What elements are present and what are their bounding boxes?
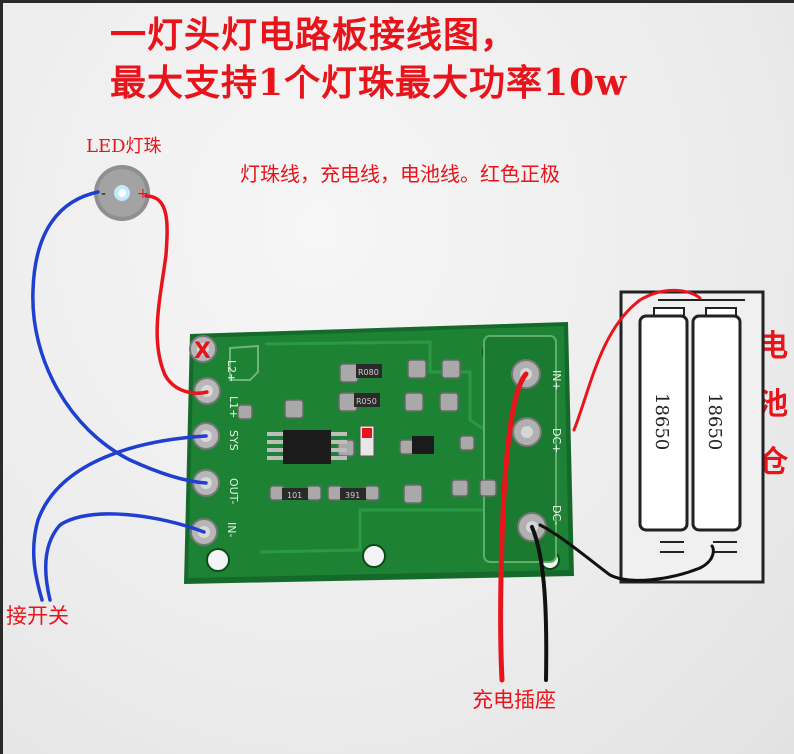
resistor-101-label: 101 [287,491,302,500]
wire-switch-in-blue [43,512,206,602]
resistor-r050-label: R050 [356,397,377,406]
wire-switch-sys-blue [31,434,208,602]
battery-cell-2-label: 18650 [704,393,725,450]
pin-label-in-plus: IN+ [550,370,563,391]
ic-chip [267,430,347,464]
wire-led-minus-blue [31,190,208,485]
pin-label-l2-plus: L2+ [225,360,238,382]
battery-cell-2 [691,314,742,532]
resistor-101 [282,488,308,500]
resistor-r080 [356,364,382,378]
resistor-391-label: 391 [345,491,360,500]
wire-led-plus-red [144,194,209,395]
wire-charge-black [530,525,549,682]
led-bead: - + [94,165,150,221]
resistor-391 [340,488,366,500]
pcb-pin-dc-plus [512,417,542,447]
diagram-title-line1: 一灯头灯电路板接线图， [110,14,518,56]
transistor [412,436,434,454]
diagram-title-line2: 最大支持1个灯珠最大功率10w [110,62,628,104]
resistor-r050 [354,393,380,407]
pin-label-out-minus: OUT- [227,478,240,504]
pin-label-in-minus: IN- [225,522,238,537]
led-plus-sign: + [137,186,149,202]
led-indicator-red [362,428,372,438]
pin-label-sys: SYS [227,430,240,451]
charge-socket-label: 充电插座 [472,688,556,712]
no-connect-marker: X [194,339,211,364]
battery-cell-1-label: 18650 [651,393,672,450]
battery-holder: 18650 18650 [619,290,765,584]
wire-charge-red [498,371,529,683]
wire-battery-red [572,288,702,432]
pin-label-dc-plus: DC+ [550,428,563,453]
led-minus-sign: - [101,186,106,202]
pin-label-dc-minus: DC- [550,505,563,525]
led-label: LED灯珠 [86,136,162,157]
pcb-pin-l2-plus [189,335,217,363]
wires [31,190,715,683]
component-pads [237,359,497,504]
battery-cell-1 [638,314,689,532]
wire-note: 灯珠线，充电线，电池线。红色正极 [240,162,560,186]
resistor-r080-label: R080 [358,368,379,377]
switch-label: 接开关 [6,604,69,628]
wire-battery-black [538,523,715,582]
pcb-board: X L2+ L1+ SYS OUT- IN- [184,322,574,584]
pin-label-l1-plus: L1+ [227,396,240,418]
